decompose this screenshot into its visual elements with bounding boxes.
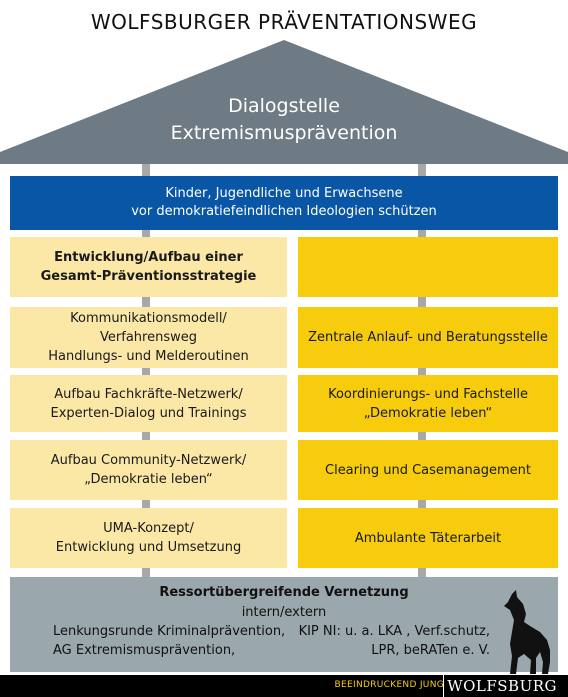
right-box-clearing: Clearing und Casemanagement — [298, 440, 558, 500]
left-box-experts: Aufbau Fachkräfte-Netzwerk/ Experten-Dia… — [10, 375, 287, 432]
box-line: Verfahrensweg — [100, 330, 197, 345]
roof-label: Dialogstelle Extremismusprävention — [120, 93, 448, 147]
goal-line-1: Kinder, Jugendliche und Erwachsene — [165, 186, 403, 201]
pillar-connector — [142, 500, 150, 508]
goal-line-2: vor demokratiefeindlichen Ideologien sch… — [131, 204, 437, 219]
box-line: Gesamt-Präventionsstrategie — [40, 269, 257, 284]
foundation-box: Ressortübergreifende Vernetzung intern/e… — [10, 577, 558, 672]
wolf-logo-icon — [504, 590, 550, 674]
box-line: UMA-Konzept/ — [103, 521, 194, 536]
page-title: WOLFSBURGER PRÄVENTATIONSWEG — [90, 10, 478, 34]
pillar-connector — [418, 164, 426, 176]
right-box-offender-work: Ambulante Täterarbeit — [298, 508, 558, 568]
box-line: „Demokratie leben“ — [84, 472, 213, 487]
box-line: Koordinierungs- und Fachstelle — [328, 386, 528, 402]
left-box-strategy: Entwicklung/Aufbau einer Gesamt-Präventi… — [10, 237, 287, 297]
left-box-uma: UMA-Konzept/ Entwicklung und Umsetzung — [10, 508, 287, 568]
pillar-connector — [418, 368, 426, 375]
left-box-community: Aufbau Community-Netzwerk/ „Demokratie l… — [10, 440, 287, 500]
pillar-connector — [418, 297, 426, 307]
roof-line-1: Dialogstelle — [228, 95, 340, 117]
box-line: Aufbau Fachkräfte-Netzwerk/ — [54, 386, 243, 402]
foundation-right-line-1: KIP NI: u. a. LKA , Verf.schutz, — [298, 624, 490, 639]
right-box-coordination: Koordinierungs- und Fachstelle „Demokrat… — [298, 375, 558, 432]
pillar-connector — [418, 432, 426, 440]
footer-claim: BEEINDRUCKEND JUNG — [334, 680, 444, 690]
pillar-connector — [142, 297, 150, 307]
box-line: Zentrale Anlauf- und Beratungsstelle — [308, 330, 548, 345]
pillar-connector — [142, 164, 150, 176]
footer-brand-logo: WOLFSBURG — [443, 675, 560, 697]
box-line: Handlungs- und Melderoutinen — [48, 349, 249, 364]
foundation-left-line-2: AG Extremismusprävention, — [53, 643, 236, 658]
box-line: Aufbau Community-Netzwerk/ — [50, 453, 247, 468]
roof-line-2: Extremismusprävention — [170, 122, 398, 144]
right-box-counselling: Zentrale Anlauf- und Beratungsstelle — [298, 307, 558, 368]
box-line: Clearing und Casemanagement — [325, 462, 531, 478]
pillar-connector — [142, 432, 150, 440]
pillar-connector — [142, 230, 150, 237]
box-line: Ambulante Täterarbeit — [354, 530, 502, 546]
box-line: Experten-Dialog und Trainings — [50, 405, 247, 421]
foundation-heading: Ressortübergreifende Vernetzung — [159, 585, 409, 600]
box-line: Kommunikationsmodell/ — [70, 311, 227, 326]
footer-bar: BEEINDRUCKEND JUNG WOLFSBURG — [0, 675, 568, 697]
pillar-connector — [142, 568, 150, 577]
right-box-empty — [298, 237, 558, 297]
left-box-communication: Kommunikationsmodell/ Verfahrensweg Hand… — [10, 307, 287, 368]
foundation-left-line-1: Lenkungsrunde Kriminalprävention, — [53, 624, 286, 639]
box-line: Entwicklung/Aufbau einer — [54, 250, 243, 265]
goal-banner: Kinder, Jugendliche und Erwachsene vor d… — [10, 176, 558, 230]
roof-shape — [0, 40, 568, 164]
foundation-right-line-2: LPR, beRATen e. V. — [371, 643, 490, 658]
pillar-connector — [142, 368, 150, 375]
box-line: Entwicklung und Umsetzung — [55, 540, 242, 555]
box-line: „Demokratie leben“ — [363, 405, 493, 421]
pillar-connector — [418, 230, 426, 237]
pillar-connector — [418, 568, 426, 577]
foundation-subheading: intern/extern — [241, 605, 327, 620]
pillar-connector — [418, 500, 426, 508]
